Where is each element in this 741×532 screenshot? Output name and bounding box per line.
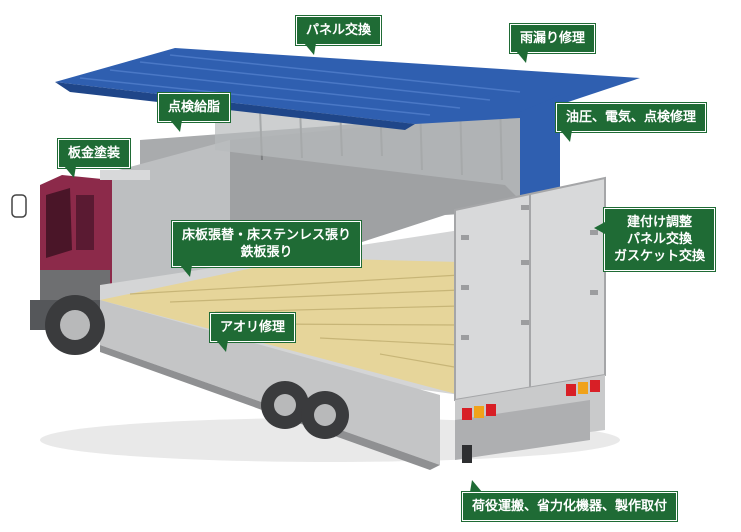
rear-frame-top bbox=[520, 95, 560, 200]
label-panel-exchange: パネル交換 bbox=[296, 16, 382, 45]
wing-roof-edge bbox=[55, 82, 415, 130]
front-wheel bbox=[45, 295, 105, 355]
tail-panel-exchange bbox=[304, 43, 316, 55]
label-sheet-metal-paint: 板金塗装 bbox=[58, 139, 131, 168]
fitting-adjust-line-3: ガスケット交換 bbox=[614, 249, 706, 264]
tail-cargo bbox=[470, 480, 482, 492]
cab-side-window bbox=[76, 195, 94, 250]
tail-floor bbox=[180, 265, 192, 277]
tail-sheet-metal bbox=[64, 166, 76, 178]
tail-rain-leak bbox=[516, 51, 528, 63]
rear-hitch bbox=[462, 445, 472, 463]
side-gate bbox=[100, 300, 440, 465]
label-side-gate-repair: アオリ修理 bbox=[210, 313, 296, 342]
floor-line-1: 床板張替・床ステンレス張り bbox=[182, 228, 352, 243]
tail-fitting bbox=[594, 222, 605, 234]
fitting-adjust-line-1: 建付け調整 bbox=[627, 215, 693, 230]
label-cargo-equipment: 荷役運搬、省力化機器、製作取付 bbox=[462, 492, 678, 521]
cab-window bbox=[46, 188, 72, 258]
fitting-adjust-line-2: パネル交換 bbox=[627, 232, 693, 247]
label-floor: 床板張替・床ステンレス張り 鉄板張り bbox=[172, 221, 362, 267]
tail-lights bbox=[462, 380, 600, 420]
wing-roof bbox=[55, 48, 640, 124]
floor-line-2: 鉄板張り bbox=[240, 245, 293, 260]
label-fitting-adjust: 建付け調整 パネル交換 ガスケット交換 bbox=[604, 208, 716, 271]
rear-wheels bbox=[261, 381, 349, 439]
mirror bbox=[11, 194, 27, 218]
cab-roof bbox=[100, 170, 150, 180]
label-hydraulic-electric: 油圧、電気、点検修理 bbox=[556, 103, 707, 132]
label-inspection-grease: 点検給脂 bbox=[158, 93, 231, 122]
tail-inspection bbox=[170, 120, 182, 132]
wing-roof-grooves bbox=[79, 54, 521, 116]
tail-side-gate bbox=[216, 340, 228, 352]
tail-hydraulic bbox=[560, 130, 572, 142]
label-rain-leak-repair: 雨漏り修理 bbox=[510, 24, 596, 53]
floor-planks bbox=[129, 274, 461, 369]
